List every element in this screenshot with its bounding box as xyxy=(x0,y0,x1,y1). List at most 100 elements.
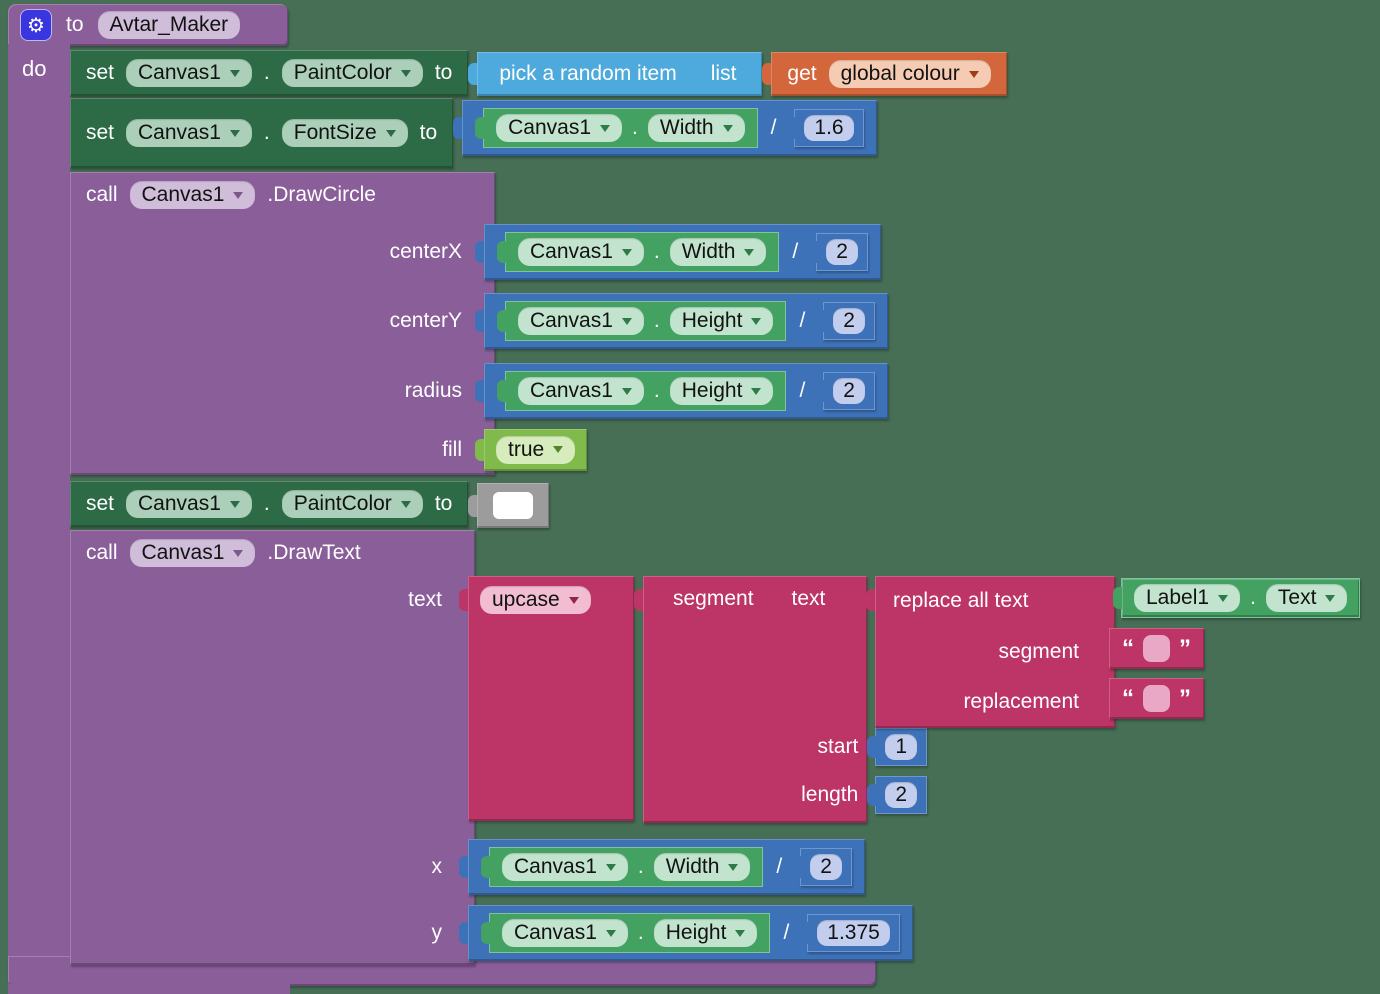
text-string-block[interactable]: “ ” xyxy=(1100,678,1204,719)
gear-icon[interactable]: ⚙ xyxy=(20,9,52,41)
number-field[interactable]: 2 xyxy=(833,378,865,404)
number-field[interactable]: 2 xyxy=(833,308,865,334)
canvas-width-getter-block[interactable]: Canvas1 . Width xyxy=(481,847,764,887)
set-label: set xyxy=(86,61,115,84)
get-variable-block[interactable]: get global colour xyxy=(762,52,1007,96)
call-drawtext-block[interactable]: call Canvas1 .DrawText text upcase segme… xyxy=(70,530,1361,966)
start-param-row: start 1 xyxy=(817,728,927,766)
number-block[interactable]: 2 xyxy=(815,302,875,340)
color-block-white[interactable] xyxy=(468,483,550,528)
number-block[interactable]: 2 xyxy=(792,848,852,886)
property-name: Width xyxy=(665,855,720,878)
canvas-width-getter-block[interactable]: Canvas1 . Width xyxy=(497,232,780,272)
divide-operator: / xyxy=(783,921,790,944)
component-dropdown[interactable]: Canvas1 xyxy=(126,119,252,147)
division-block-radius[interactable]: Canvas1 . Height / 2 xyxy=(475,363,888,419)
number-block[interactable]: 1.375 xyxy=(799,914,900,952)
string-input[interactable] xyxy=(1143,685,1170,712)
property-dropdown[interactable]: Width xyxy=(669,238,767,266)
connector-tab xyxy=(497,380,506,402)
set-paintcolor-block[interactable]: set Canvas1 . PaintColor to xyxy=(70,50,469,96)
set-paintcolor-block-2[interactable]: set Canvas1 . PaintColor to xyxy=(70,481,469,527)
connector-tab xyxy=(475,380,484,402)
variable-dropdown[interactable]: global colour xyxy=(828,60,991,88)
division-block-centery[interactable]: Canvas1 . Height / 2 xyxy=(475,293,888,349)
property-dropdown[interactable]: Height xyxy=(669,307,774,335)
procedure-bottom-tab[interactable] xyxy=(8,984,290,994)
boolean-dropdown[interactable]: true xyxy=(496,435,576,464)
component-dropdown[interactable]: Canvas1 xyxy=(496,114,623,142)
param-row-text: text upcase segment text start xyxy=(70,576,1361,834)
connector-tab xyxy=(815,310,825,332)
canvas-height-getter-block[interactable]: Canvas1 . Height xyxy=(497,371,787,411)
procedure-define-block[interactable]: ⚙ to Avtar_Maker xyxy=(8,4,288,46)
color-swatch[interactable] xyxy=(493,492,534,519)
property-dropdown[interactable]: Height xyxy=(669,377,774,405)
component-dropdown[interactable]: Label1 xyxy=(1134,584,1241,612)
property-dropdown[interactable]: PaintColor xyxy=(281,59,423,87)
connector-tab xyxy=(808,241,818,263)
property-dropdown[interactable]: Width xyxy=(647,114,745,142)
property-name: Width xyxy=(681,240,736,263)
label-text-getter-block[interactable]: Label1 . Text xyxy=(1113,578,1361,618)
number-field[interactable]: 2 xyxy=(810,854,842,880)
property-dropdown[interactable]: Width xyxy=(653,853,751,881)
chevron-down-icon xyxy=(229,69,240,77)
property-dropdown[interactable]: PaintColor xyxy=(281,490,423,518)
connector-tab xyxy=(459,922,468,944)
number-field[interactable]: 2 xyxy=(826,239,858,265)
call-label: call xyxy=(86,541,118,564)
number-block[interactable]: 2 xyxy=(815,372,875,410)
canvas-height-getter-block[interactable]: Canvas1 . Height xyxy=(497,301,787,341)
component-dropdown[interactable]: Canvas1 xyxy=(126,59,252,87)
division-block-y[interactable]: Canvas1 . Height / 1.375 xyxy=(459,905,913,961)
param-row-fill: fill true xyxy=(70,426,588,473)
upcase-block[interactable]: upcase xyxy=(459,576,634,821)
segment-param-label: segment xyxy=(998,640,1079,663)
component-dropdown[interactable]: Canvas1 xyxy=(502,853,628,881)
pick-random-item-block[interactable]: pick a random item list xyxy=(468,52,763,96)
upcase-dropdown[interactable]: upcase xyxy=(480,586,591,614)
chevron-down-icon xyxy=(621,387,632,395)
method-label: .DrawText xyxy=(267,541,361,564)
length-label: length xyxy=(801,783,859,806)
canvas-height-getter-block[interactable]: Canvas1 . Height xyxy=(481,913,771,953)
replace-all-text-block[interactable]: replace all text Label1 . Text segment “… xyxy=(866,576,1361,728)
number-field[interactable]: 1.375 xyxy=(817,920,890,946)
segment-block[interactable]: segment text start 1 length xyxy=(634,576,927,823)
string-input[interactable] xyxy=(1143,635,1170,662)
procedure-body[interactable] xyxy=(8,44,70,988)
number-field[interactable]: 2 xyxy=(885,782,917,808)
number-block[interactable]: 1.6 xyxy=(786,109,864,147)
param-row-y: y Canvas1 . Height / 1.375 xyxy=(70,900,913,966)
connector-tab xyxy=(867,736,877,758)
procedure-name-field[interactable]: Avtar_Maker xyxy=(97,11,241,39)
property-dropdown[interactable]: FontSize xyxy=(281,119,408,147)
component-dropdown[interactable]: Canvas1 xyxy=(518,307,644,335)
number-block-start[interactable]: 1 xyxy=(867,728,927,766)
close-quote: ” xyxy=(1179,634,1191,662)
component-dropdown[interactable]: Canvas1 xyxy=(129,181,256,209)
component-dropdown[interactable]: Canvas1 xyxy=(129,539,256,567)
set-fontsize-block[interactable]: set Canvas1 . FontSize to xyxy=(70,98,454,168)
true-block[interactable]: true xyxy=(475,428,588,471)
canvas-width-getter-block[interactable]: Canvas1 . Width xyxy=(475,108,758,148)
property-dropdown[interactable]: Text xyxy=(1265,584,1348,612)
number-field[interactable]: 1 xyxy=(885,734,917,760)
component-dropdown[interactable]: Canvas1 xyxy=(518,377,644,405)
number-field[interactable]: 1.6 xyxy=(804,115,854,141)
division-block-centerx[interactable]: Canvas1 . Width / 2 xyxy=(475,224,881,280)
number-block[interactable]: 2 xyxy=(808,233,868,271)
property-dropdown[interactable]: Height xyxy=(653,919,758,947)
call-drawcircle-block[interactable]: call Canvas1 .DrawCircle centerX Canvas1… xyxy=(70,172,888,475)
component-dropdown[interactable]: Canvas1 xyxy=(502,919,628,947)
division-block-fontsize[interactable]: Canvas1 . Width / 1.6 xyxy=(453,100,877,156)
text-string-block[interactable]: “ ” xyxy=(1100,628,1204,669)
chevron-down-icon xyxy=(568,596,579,604)
component-dropdown[interactable]: Canvas1 xyxy=(518,238,644,266)
connector-tab xyxy=(475,117,485,139)
number-block-length[interactable]: 2 xyxy=(867,776,927,814)
component-dropdown[interactable]: Canvas1 xyxy=(126,490,252,518)
division-block-x[interactable]: Canvas1 . Width / 2 xyxy=(459,839,865,895)
